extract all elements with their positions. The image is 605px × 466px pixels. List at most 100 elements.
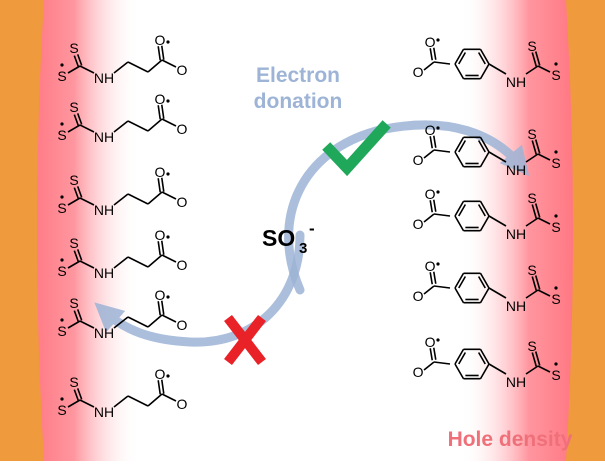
radical-dot [60,318,64,322]
sulfur-atom: S [57,263,66,279]
bond [161,393,177,402]
bond [113,256,129,269]
bond [479,63,490,80]
sulfur-atom: S [527,190,536,206]
bond [479,363,490,380]
bond [458,204,467,217]
bond [479,272,490,289]
bond [429,272,434,285]
bond [157,105,162,120]
bond [79,124,95,133]
hole-density-label: Hole density [448,428,573,451]
bond [147,393,163,407]
bond [432,199,437,212]
bond [458,352,467,365]
radical-dot [60,195,64,199]
radical-dot [166,99,170,103]
bond [160,240,165,255]
bond [67,320,81,329]
radical-dot [554,286,558,290]
bond [432,47,437,60]
sulfur-atom: S [69,172,78,188]
bond [433,213,451,217]
bond [537,153,551,161]
bond [454,363,465,380]
sulfur-atom: S [551,367,560,383]
bond [147,191,163,205]
bond [534,275,541,290]
bond [477,352,486,365]
bond [147,118,163,132]
bond [67,65,81,74]
bond [479,151,490,168]
oxygen-atom: O [413,216,424,232]
bond [433,285,451,289]
bond [157,241,162,256]
bond [429,48,434,61]
sulfur-atom: S [551,291,560,307]
sulfur-atom: S [69,99,78,115]
oxygen-atom: O [177,396,188,412]
bond [537,65,551,73]
bond [76,249,83,261]
radical-dot [436,190,440,194]
bond [127,120,149,132]
sulfite-ion-superscript: - [309,219,315,238]
oxygen-atom: O [155,287,166,303]
bond [454,287,465,304]
sulfur-atom: S [57,127,66,143]
oxygen-atom: O [425,186,436,202]
bond [429,200,434,213]
bond [73,187,80,199]
bond [423,61,435,71]
radical-dot [436,262,440,266]
bond [157,46,162,61]
bond [537,365,551,373]
oxygen-atom: O [425,334,436,350]
sulfur-atom: S [57,323,66,339]
bond [488,63,507,75]
electron-donation-label-line1: Electron [256,64,340,87]
bond [525,365,539,375]
bond [429,348,434,361]
oxygen-atom: O [425,122,436,138]
sulfur-atom: S [551,67,560,83]
nitrogen-atom: NH [506,226,526,242]
bond [147,314,163,328]
bond [127,395,149,407]
oxygen-atom: O [155,32,166,48]
bond [73,310,80,322]
bond [479,136,490,153]
bond [161,254,177,263]
bond [454,272,465,289]
oxygen-atom: O [413,288,424,304]
left-electrode [0,0,44,461]
bond [423,149,435,159]
bond [477,52,486,65]
oxygen-atom: O [177,317,188,333]
sulfur-atom: S [69,40,78,56]
oxygen-atom: O [413,64,424,80]
oxygen-atom: O [425,258,436,274]
bond [458,140,467,153]
nitrogen-atom: NH [506,162,526,178]
bond [525,153,539,163]
nitrogen-atom: NH [506,374,526,390]
sulfur-atom: S [551,219,560,235]
bond [127,61,149,73]
bond [488,151,507,163]
radical-dot [166,374,170,378]
bond [423,361,435,371]
sulfite-ion-label: SO 3 - [262,219,315,257]
bond [73,389,80,401]
radical-dot [436,126,440,130]
bond [67,197,81,206]
oxygen-atom: O [177,194,188,210]
